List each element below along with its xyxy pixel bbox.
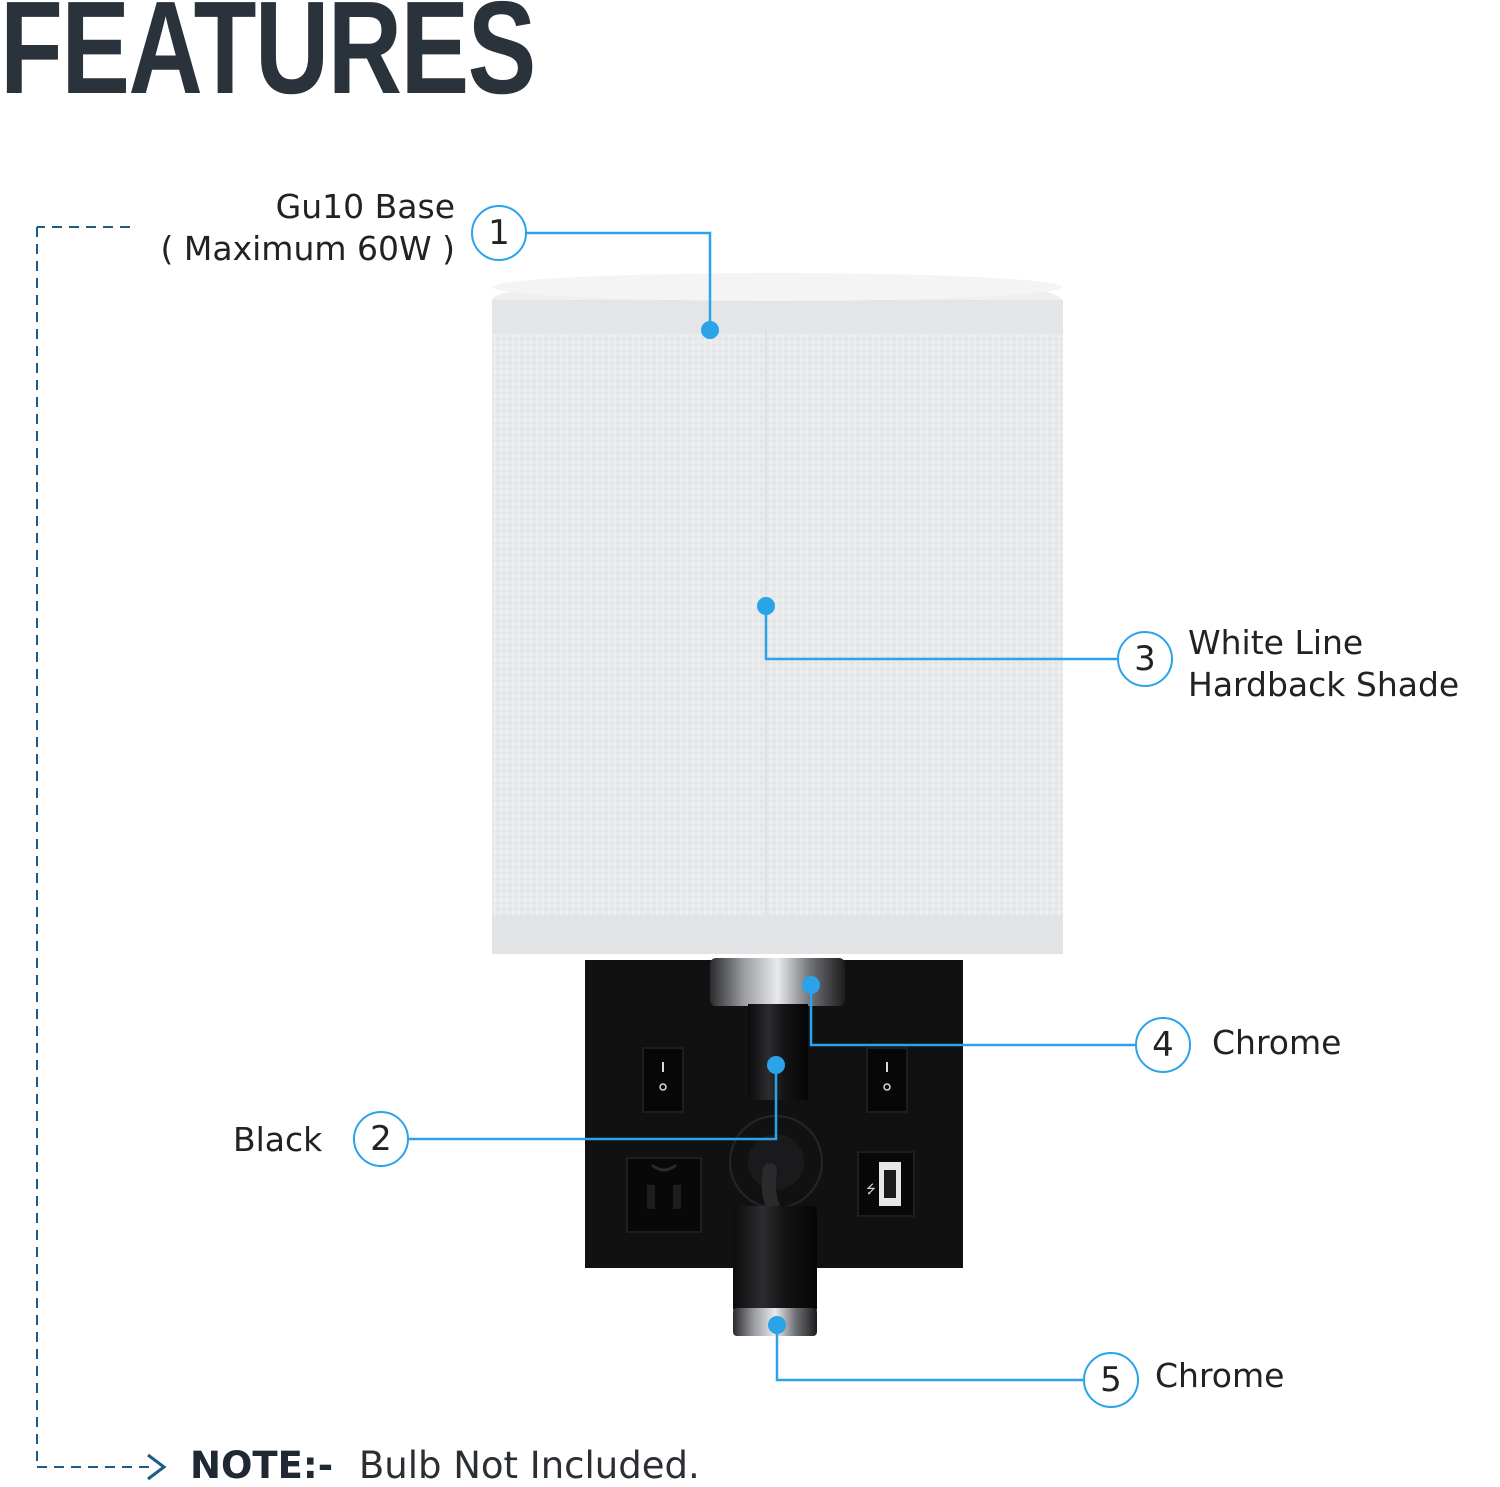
callout-2-number: 2 [353,1111,409,1167]
callout-4-label: Chrome [1212,1023,1342,1062]
note-guide-line [36,226,152,1468]
callout-3-line-1: White Line [1188,623,1364,662]
note-prefix: NOTE:- [190,1444,334,1487]
callout-dots [701,321,820,1334]
note: NOTE:- Bulb Not Included. [190,1444,700,1487]
callout-4-number: 4 [1135,1017,1191,1073]
callout-1-label: Gu10 Base ( Maximum 60W ) [135,186,455,270]
callout-5-number: 5 [1083,1352,1139,1408]
reading-lamp-head [733,1206,817,1314]
callout-3-label: White Line Hardback Shade [1188,622,1459,706]
callout-3-number: 3 [1117,631,1173,687]
callout-1-line-1: Gu10 Base [275,187,455,226]
lamp-shade [492,273,1063,954]
callout-1-number: 1 [471,205,527,261]
left-switch [642,1047,684,1113]
right-switch [866,1047,908,1113]
chrome-collar [710,958,845,1006]
page-title: FEATURES [0,0,536,121]
black-stem [748,1004,808,1100]
callout-5-label: Chrome [1155,1356,1285,1395]
callout-1-line-2: ( Maximum 60W ) [160,229,455,268]
svg-text:⭍: ⭍ [866,1182,876,1196]
wall-plate: ⭍ [585,960,963,1268]
arrow-right-icon [147,1453,167,1481]
callout-2-label: Black [233,1120,323,1159]
note-text: Bulb Not Included. [358,1444,700,1487]
callout-3-line-2: Hardback Shade [1188,665,1460,704]
callout-lines [409,231,1135,1382]
